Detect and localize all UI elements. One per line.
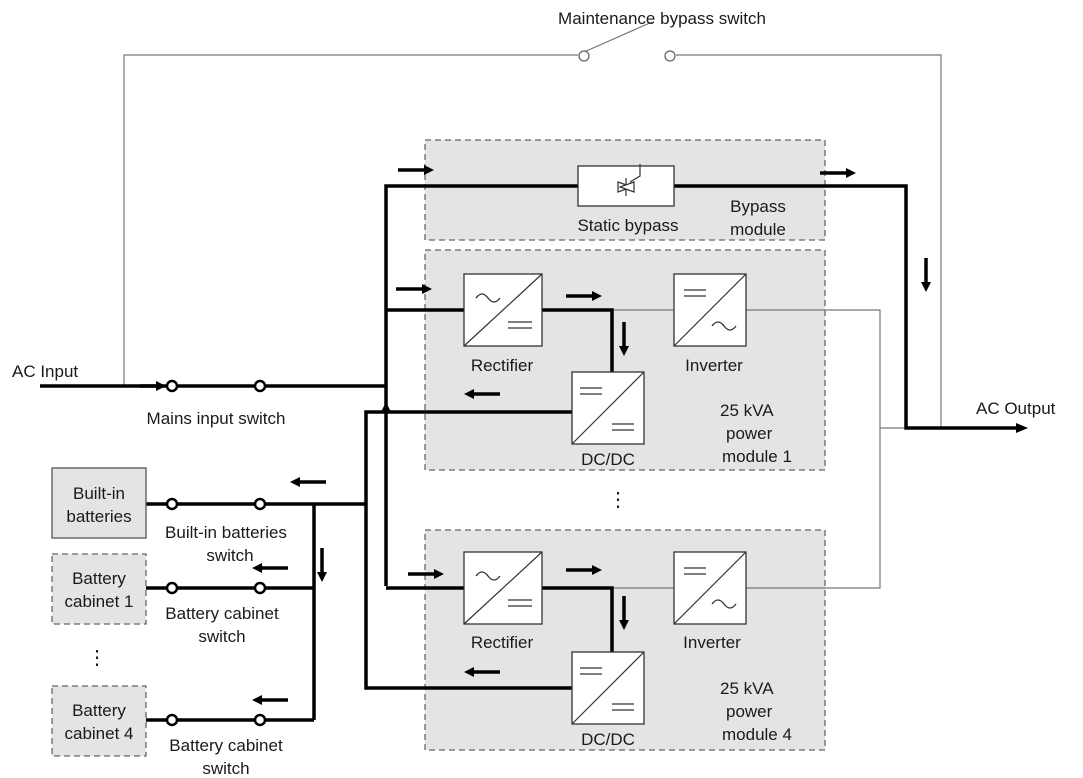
maintenance-bypass-label: Maintenance bypass switch [558, 9, 766, 28]
mains-input-switch [165, 379, 267, 393]
builtin-batteries-switch-label-1: Built-in batteries [165, 523, 287, 542]
arrow-right-icon [566, 291, 602, 301]
builtin-batteries-switch [165, 497, 267, 511]
battery-cabinet-1-box [51, 553, 147, 625]
input-feed-bus [384, 184, 578, 586]
bypass-module-label-2: module [730, 220, 786, 239]
arrow-down-icon [619, 322, 629, 356]
rectifier-m1-label: Rectifier [471, 356, 534, 375]
maintenance-bypass-line [123, 54, 578, 386]
arrow-right-icon [398, 165, 434, 175]
arrow-right-icon [566, 565, 602, 575]
arrow-down-icon [921, 258, 931, 292]
battery-cabinet-4-switch [165, 713, 267, 727]
rectifier-m4-label: Rectifier [471, 633, 534, 652]
static-bypass-label: Static bypass [577, 216, 678, 235]
maintenance-bypass-line-right [676, 54, 942, 428]
inverter-m4 [673, 551, 747, 625]
dcdc-m4-label: DC/DC [581, 730, 635, 749]
dcdc-battery-m1 [364, 410, 572, 690]
mains-input-switch-label: Mains input switch [147, 409, 286, 428]
rect-dcdc-m4 [541, 586, 614, 652]
maintenance-switch-contact-right [664, 50, 676, 62]
inverter-m1-label: Inverter [685, 356, 743, 375]
arrow-down-icon [317, 548, 327, 582]
battery-cabinet-1-label-1: Battery [72, 569, 126, 588]
arrow-left-icon [464, 667, 500, 677]
dcdc-m1-label: DC/DC [581, 450, 635, 469]
builtin-batteries-label-2: batteries [66, 507, 131, 526]
arrow-right-icon [140, 381, 166, 391]
battery-cabinet-switch-1-label-2: switch [198, 627, 245, 646]
sine-icon [475, 293, 501, 303]
arrow-up-icon [381, 402, 391, 412]
bypass-output-line [674, 184, 1018, 430]
thyristor-icon [617, 164, 641, 196]
power-module-4-label-2: power [726, 702, 773, 721]
power-module-4-label-1: 25 kVA [720, 679, 774, 698]
builtin-batteries-switch-label-2: switch [206, 546, 253, 565]
power-module-1-label-1: 25 kVA [720, 401, 774, 420]
dcdc-m1 [571, 371, 645, 445]
arrow-left-icon [252, 695, 288, 705]
module-ellipsis: ⋮ [608, 489, 628, 511]
power-module-4-label-3: module 4 [722, 725, 792, 744]
dcdc-m4 [571, 651, 645, 725]
power-module-1-label-2: power [726, 424, 773, 443]
ac-input-label: AC Input [12, 362, 78, 381]
arrow-right-icon [396, 284, 432, 294]
battery-cabinet-switch-4-label-1: Battery cabinet [169, 736, 283, 755]
arrow-left-icon [290, 477, 326, 487]
arrow-left-icon [252, 563, 288, 573]
arrow-right-icon [1016, 423, 1028, 433]
rect-dcdc-m1 [541, 308, 614, 372]
battery-cabinet-4-label-2: cabinet 4 [65, 724, 134, 743]
builtin-batteries-box [51, 467, 147, 539]
rectifier-m4 [463, 551, 543, 625]
arrow-left-icon [464, 389, 500, 399]
arrow-right-icon [820, 168, 856, 178]
battery-cabinet-switch-1-label-1: Battery cabinet [165, 604, 279, 623]
arrow-right-icon [408, 569, 444, 579]
sine-icon [711, 599, 737, 609]
battery-cabinet-1-switch [165, 581, 267, 595]
builtin-batteries-label-1: Built-in [73, 484, 125, 503]
sine-icon [711, 321, 737, 331]
maintenance-switch-contact-left [578, 50, 590, 62]
sine-icon [475, 571, 501, 581]
battery-cabinet-1-label-2: cabinet 1 [65, 592, 134, 611]
bypass-module-label-1: Bypass [730, 197, 786, 216]
battery-ellipsis: ⋮ [87, 647, 107, 669]
rectifier-m1 [463, 273, 543, 347]
inverter-m1 [673, 273, 747, 347]
ac-output-label: AC Output [976, 399, 1056, 418]
battery-cabinet-switch-4-label-2: switch [202, 759, 249, 778]
battery-cabinet-4-label-1: Battery [72, 701, 126, 720]
arrow-down-icon [619, 596, 629, 630]
battery-cabinet-4-box [51, 685, 147, 757]
inverter-m4-label: Inverter [683, 633, 741, 652]
maintenance-switch-blade [583, 21, 653, 53]
inverter-out-m1 [745, 309, 881, 589]
power-module-1-label-3: module 1 [722, 447, 792, 466]
